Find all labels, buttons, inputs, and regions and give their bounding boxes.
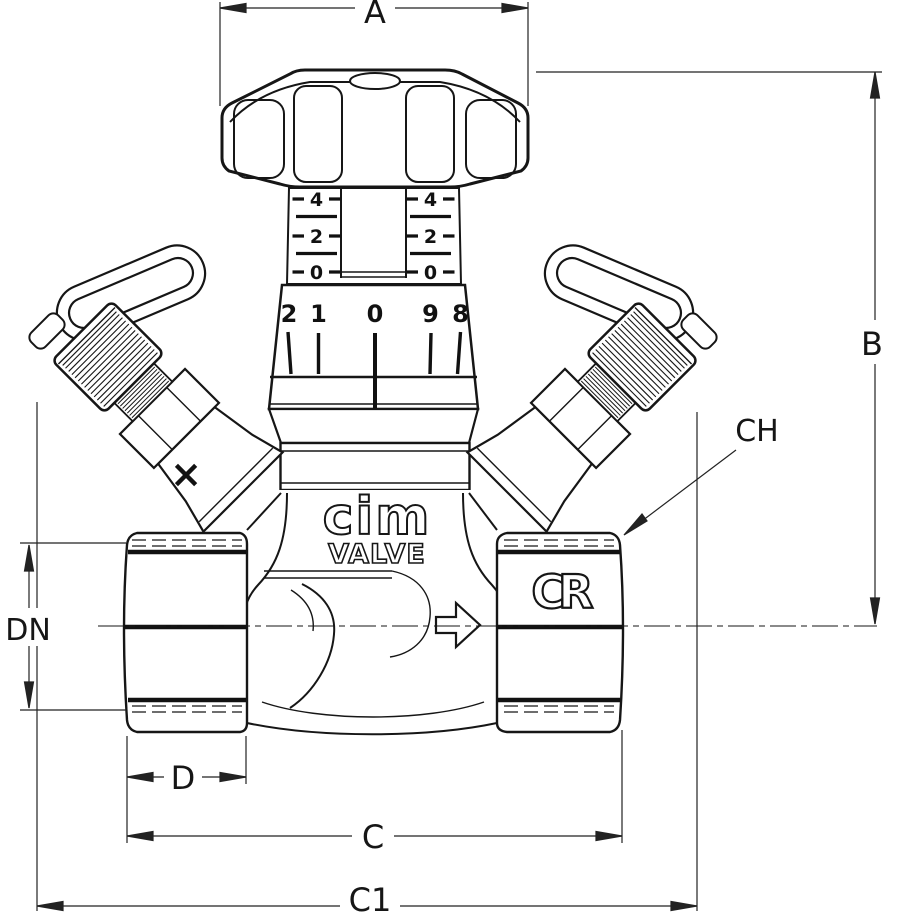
body-seat-shelf: [264, 570, 392, 579]
body-seat-curve: [389, 570, 431, 658]
body-shoulder-right: [468, 492, 498, 531]
scale-window-bottom: [341, 271, 406, 278]
dim-b-arrow-bottom: [869, 597, 881, 625]
dim-a-label-patch: [355, 0, 395, 25]
dial-digit: 2: [281, 300, 298, 328]
handwheel-center-hole: [349, 72, 401, 90]
dim-c-label: C: [362, 818, 384, 856]
memory-dial: 2 1 0 9 8: [267, 283, 480, 445]
body-flow-contour: [289, 583, 336, 709]
scale-marks-left: [292, 197, 341, 274]
dial-digit: 1: [310, 300, 327, 328]
hex-nut-left-edges: [123, 549, 247, 703]
flow-direction-arrow: [434, 600, 482, 650]
dim-b-label-patch: [857, 320, 891, 364]
hex-nut-right-edges: [497, 549, 624, 703]
dim-c1-label-patch: [340, 884, 400, 912]
dim-a-arrow-right: [501, 2, 529, 14]
hex-nut-right-outline: [495, 531, 625, 734]
dim-c-arrow-left: [126, 830, 154, 842]
dim-c-label-patch: [352, 816, 394, 856]
hex-nut-left-outline: [122, 531, 249, 734]
body-flow-contour-inner: [290, 589, 314, 632]
scale-left-digit: 0: [310, 262, 323, 284]
handwheel-groove-right: [405, 85, 455, 183]
dim-c-arrow-right: [595, 830, 623, 842]
dial-digit: 9: [422, 300, 439, 328]
dim-dn: [20, 542, 126, 711]
dial-skirt: [267, 407, 480, 445]
right-test-port: [466, 235, 721, 533]
cr-cast-mark: CR: [531, 565, 593, 619]
dim-a-arrow-left: [219, 2, 247, 14]
dim-d-label: D: [171, 759, 196, 797]
scale-right-digit: 4: [424, 189, 437, 211]
handwheel-groove-left: [293, 85, 343, 183]
hex-nut-right: [495, 531, 625, 734]
scale-left-digit: 2: [310, 226, 323, 248]
dim-c1-arrow-left: [36, 900, 64, 912]
dial-digit: 8: [452, 300, 469, 328]
handwheel-silhouette: [220, 68, 530, 189]
handwheel-lobe-left: [233, 99, 285, 179]
scale-housing: 4 2 0 4 2 0: [285, 187, 463, 285]
dim-ch-arrow: [623, 513, 648, 536]
scale-left-digit: 4: [310, 189, 323, 211]
brand-logo-cim: cim: [323, 487, 432, 547]
body-shoulder-left: [246, 492, 282, 531]
dim-d-arrow-right: [219, 771, 247, 783]
dim-b: [536, 71, 882, 625]
test-port-cross-mark: ×: [170, 452, 202, 496]
valve-bonnet: [279, 441, 471, 492]
dim-b-arrow-top: [869, 71, 881, 99]
dim-dn-arrow-top: [23, 544, 35, 572]
hex-nut-left: [122, 531, 249, 734]
left-test-port: ×: [25, 235, 284, 533]
dim-b-label: B: [861, 325, 883, 363]
scale-marks-right: [406, 197, 455, 274]
body-skirt-inner: [261, 701, 485, 718]
brand-word-valve: VALVE: [328, 539, 426, 570]
dim-c1-label: C1: [349, 881, 392, 913]
dim-c1-arrow-right: [670, 900, 698, 912]
dimension-labels: A B CH DN D C C1: [5, 0, 891, 913]
dial-digit: 0: [367, 300, 384, 328]
handwheel: [220, 68, 530, 189]
scale-right-digit: 0: [424, 262, 437, 284]
dim-a-label: A: [364, 0, 386, 31]
dim-dn-arrow-bottom: [23, 681, 35, 709]
dim-ch-label: CH: [735, 414, 779, 449]
handwheel-lobe-right: [465, 99, 517, 179]
body-skirt-outer: [246, 722, 498, 736]
dim-dn-label-patch: [5, 608, 53, 646]
dim-d-arrow-left: [126, 771, 154, 783]
dim-d-label-patch: [164, 757, 202, 795]
scale-right-digit: 2: [424, 226, 437, 248]
dim-ch: [623, 449, 737, 536]
dial-ticks: [286, 331, 463, 375]
dim-dn-label: DN: [5, 613, 51, 648]
